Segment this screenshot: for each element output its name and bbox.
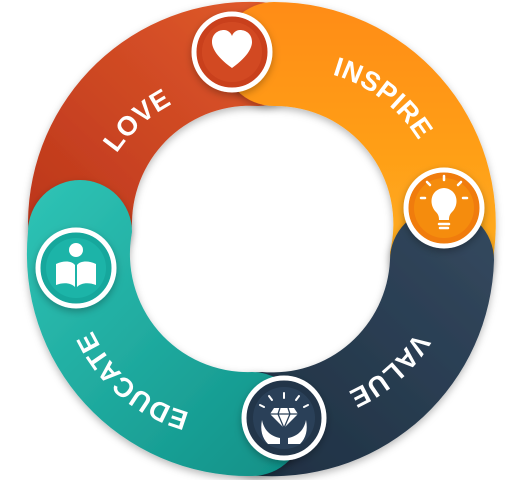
diamond-in-hands-icon	[259, 392, 309, 444]
badge-love	[191, 11, 273, 93]
lightbulb-icon	[419, 174, 469, 230]
badge-inspire	[403, 167, 485, 249]
badge-value	[241, 375, 327, 461]
heart-icon	[212, 30, 252, 68]
reading-person-icon	[56, 243, 96, 287]
badge-educate	[35, 227, 117, 309]
